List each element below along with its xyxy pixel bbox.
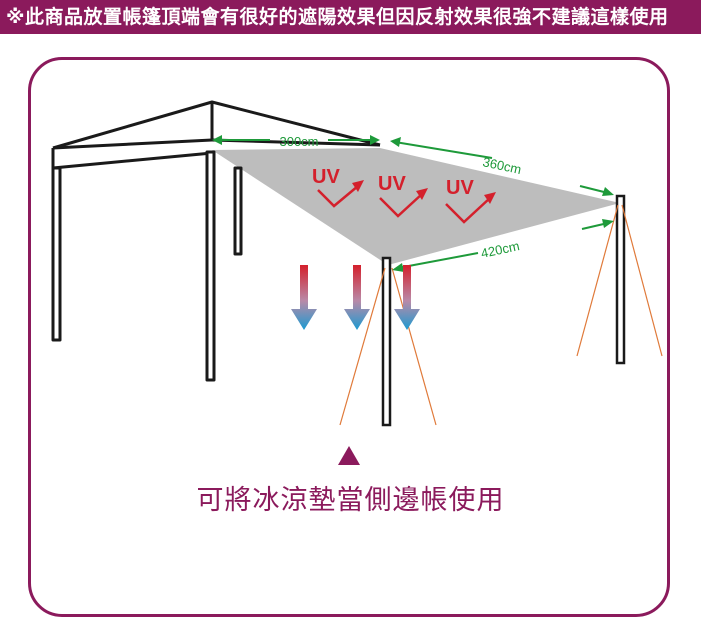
dimension-arrows bbox=[212, 135, 614, 272]
canopy-illustration: 300cm 360cm 420cm UV UV UV bbox=[51, 100, 663, 465]
tent-frame bbox=[51, 100, 381, 382]
uv-label: UV bbox=[312, 166, 340, 188]
uv-reflection-2: UV bbox=[378, 173, 428, 218]
cooling-arrows bbox=[291, 265, 420, 330]
uv-reflection-3: UV bbox=[445, 177, 496, 224]
shade-cloth bbox=[212, 148, 620, 265]
dimension-bottom-label: 420cm bbox=[480, 238, 521, 261]
warning-banner: ※此商品放置帳篷頂端會有很好的遮陽效果但因反射效果很強不建議這樣使用 bbox=[0, 0, 701, 34]
uv-reflection-1: UV bbox=[312, 166, 364, 208]
uv-label: UV bbox=[378, 173, 406, 195]
pointer-triangle-icon bbox=[338, 446, 360, 465]
front-pole bbox=[381, 256, 392, 427]
usage-caption: 可將冰涼墊當側邊帳使用 bbox=[196, 485, 505, 516]
dimension-top-label: 300cm bbox=[279, 134, 318, 149]
uv-label: UV bbox=[446, 177, 474, 199]
right-pole bbox=[615, 194, 626, 365]
guy-ropes bbox=[339, 204, 663, 426]
